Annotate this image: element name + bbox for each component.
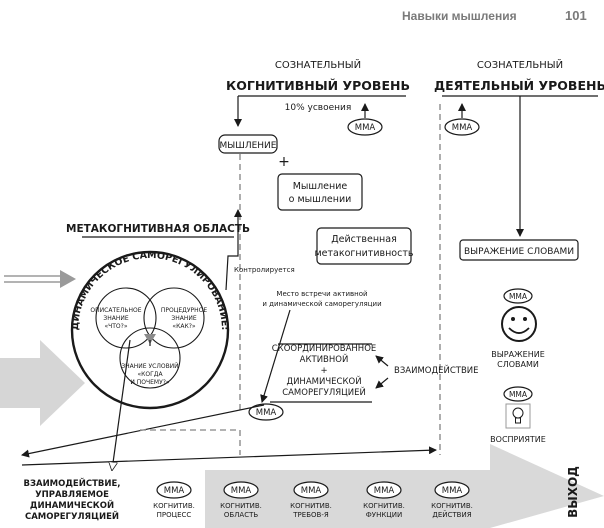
coordinated-box: СКООРДИНИРОВАННОЕ АКТИВНОЙ + ДИНАМИЧЕСКО… (270, 343, 377, 403)
smiley-icon (501, 306, 537, 342)
cognitive-level-title: КОГНИТИВНЫЙ УРОВЕНЬ (226, 78, 410, 93)
svg-text:ТРЕБОВ-Я: ТРЕБОВ-Я (292, 511, 329, 519)
svg-text:«ЧТО?»: «ЧТО?» (104, 323, 127, 330)
svg-text:метакогнитивность: метакогнитивность (315, 248, 414, 259)
cognitive-level-subtitle: СОЗНАТЕЛЬНЫЙ (275, 58, 361, 71)
grey-arrow-bottom (205, 444, 604, 528)
svg-text:+: + (320, 366, 327, 376)
svg-text:И ПОЧЕМУ?»: И ПОЧЕМУ?» (130, 379, 170, 386)
svg-text:MMA: MMA (442, 486, 463, 496)
grey-arrow-input (4, 270, 76, 288)
dynamic-self-regulation-circle: ДИНАМИЧЕСКОЕ САМОРЕГУЛИРОВАНИЕ: (70, 250, 230, 410)
activity-level-title: ДЕЯТЕЛЬНЫЙ УРОВЕНЬ (434, 78, 604, 93)
venn-circle-conditional: ЗНАНИЕ УСЛОВИЙ «КОГДА И ПОЧЕМУ?» (119, 327, 181, 389)
svg-text:MMA: MMA (452, 123, 473, 133)
svg-text:MMA: MMA (374, 486, 395, 496)
svg-text:MMA: MMA (509, 292, 528, 301)
lightbulb-icon (505, 403, 531, 429)
svg-text:ОПИСАТЕЛЬНОЕ: ОПИСАТЕЛЬНОЕ (90, 307, 141, 314)
bottom-left-line2: УПРАВЛЯЕМОЕ (35, 490, 109, 500)
thinking-about-thinking-box: Мышление о мышлении (277, 173, 363, 211)
effective-metacognitivity-box: Действенная метакогнитивность (315, 227, 414, 265)
mma-badge-coordinated: MMA (248, 403, 284, 421)
grey-arrow-left (0, 340, 85, 426)
svg-text:MMA: MMA (509, 390, 528, 399)
svg-text:MMA: MMA (355, 123, 376, 133)
metacognitive-title: МЕТАКОГНИТИВНАЯ ОБЛАСТЬ (66, 223, 250, 235)
bottom-item-area: MMA КОГНИТИВ. ОБЛАСТЬ (220, 481, 262, 519)
perception-label: ВОСПРИЯТИЕ (490, 435, 546, 444)
svg-text:ЗНАНИЕ: ЗНАНИЕ (103, 315, 128, 322)
svg-text:КОГНИТИВ.: КОГНИТИВ. (153, 502, 195, 510)
meeting-place-line2: и динамической саморегуляции (262, 300, 381, 308)
bottom-left-line1: ВЗАИМОДЕЙСТВИЕ, (23, 477, 120, 489)
svg-text:АКТИВНОЙ: АКТИВНОЙ (300, 353, 349, 365)
venn-circle-procedural: ПРОЦЕДУРНОЕ ЗНАНИЕ «КАК?» (143, 287, 207, 349)
svg-text:о мышлении: о мышлении (289, 194, 352, 205)
exit-label: ВЫХОД (566, 466, 580, 518)
verbal-expression-box: ВЫРАЖЕНИЕ СЛОВАМИ (459, 239, 579, 261)
mma-badge-perception: MMA (503, 386, 533, 402)
svg-text:ЗНАНИЕ: ЗНАНИЕ (171, 315, 196, 322)
venn-circle-descriptive: ОПИСАТЕЛЬНОЕ ЗНАНИЕ «ЧТО?» (90, 287, 157, 349)
svg-text:КОГНИТИВ.: КОГНИТИВ. (431, 502, 473, 510)
venn-center (144, 334, 156, 344)
svg-text:MMA: MMA (164, 486, 185, 496)
svg-text:Мышление: Мышление (293, 181, 348, 192)
svg-text:Действенная: Действенная (331, 234, 397, 245)
bottom-item-functions: MMA КОГНИТИВ. ФУНКЦИИ (363, 481, 405, 519)
svg-text:КОГНИТИВ.: КОГНИТИВ. (363, 502, 405, 510)
interaction-label: ВЗАИМОДЕЙСТВИЕ (394, 364, 479, 376)
svg-text:ДЕЙСТВИЯ: ДЕЙСТВИЯ (432, 510, 471, 519)
controlled-label: Контролируется (234, 266, 295, 274)
svg-text:ПРОЦЕСС: ПРОЦЕСС (157, 511, 192, 519)
bottom-left-line4: САМОРЕГУЛЯЦИЕЙ (25, 510, 119, 522)
cognitive-level-note: 10% усвоения (285, 103, 352, 113)
svg-text:«КОГДА: «КОГДА (137, 371, 163, 378)
svg-text:MMA: MMA (256, 408, 277, 418)
page-header-title: Навыки мышления (402, 9, 517, 23)
svg-text:«КАК?»: «КАК?» (172, 323, 195, 330)
svg-text:MMA: MMA (231, 486, 252, 496)
bottom-left-line3: ДИНАМИЧЕСКОЙ (30, 499, 114, 511)
thinking-box: МЫШЛЕНИЕ (218, 134, 278, 154)
svg-text:ФУНКЦИИ: ФУНКЦИИ (366, 511, 402, 519)
activity-level-subtitle: СОЗНАТЕЛЬНЫЙ (477, 58, 563, 71)
svg-text:MMA: MMA (301, 486, 322, 496)
svg-text:ПРОЦЕДУРНОЕ: ПРОЦЕДУРНОЕ (161, 307, 207, 314)
svg-text:ОБЛАСТЬ: ОБЛАСТЬ (224, 511, 259, 519)
svg-text:ЗНАНИЕ УСЛОВИЙ: ЗНАНИЕ УСЛОВИЙ (121, 363, 178, 370)
mma-badge-verbal: MMA (503, 288, 533, 304)
meeting-place-line1: Место встречи активной (276, 290, 367, 298)
svg-text:КОГНИТИВ.: КОГНИТИВ. (290, 502, 332, 510)
svg-text:ВЫРАЖЕНИЕ СЛОВАМИ: ВЫРАЖЕНИЕ СЛОВАМИ (464, 247, 574, 257)
svg-text:МЫШЛЕНИЕ: МЫШЛЕНИЕ (220, 141, 277, 151)
svg-text:ДИНАМИЧЕСКОЙ: ДИНАМИЧЕСКОЙ (286, 375, 361, 387)
bottom-item-requirements: MMA КОГНИТИВ. ТРЕБОВ-Я (290, 481, 332, 519)
verbal-label-line2: СЛОВАМИ (497, 360, 539, 369)
svg-text:КОГНИТИВ.: КОГНИТИВ. (220, 502, 262, 510)
plus-sign: + (278, 154, 290, 170)
bottom-item-actions: MMA КОГНИТИВ. ДЕЙСТВИЯ (431, 481, 473, 519)
mma-badge-cognitive: MMA (347, 118, 383, 136)
svg-text:САМОРЕГУЛЯЦИЕЙ: САМОРЕГУЛЯЦИЕЙ (282, 386, 366, 398)
page-number: 101 (565, 8, 587, 23)
bottom-item-process: MMA КОГНИТИВ. ПРОЦЕСС (153, 481, 195, 519)
verbal-label-line1: ВЫРАЖЕНИЕ (491, 350, 545, 359)
svg-text:СКООРДИНИРОВАННОЕ: СКООРДИНИРОВАННОЕ (272, 344, 377, 354)
mma-badge-activity: MMA (444, 118, 480, 136)
